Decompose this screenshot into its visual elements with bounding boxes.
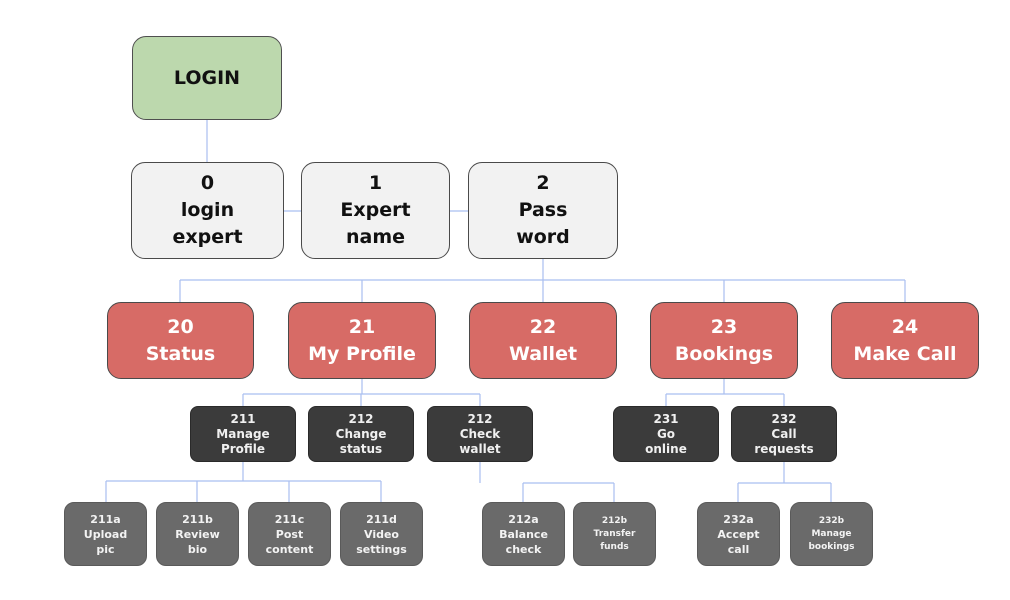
node-text-line: Expert: [340, 199, 411, 221]
node-text-line: Accept: [717, 527, 760, 541]
node-text-line: 20: [167, 315, 194, 338]
node-text-line: 232a: [723, 512, 754, 526]
node-text-line: 212: [348, 411, 374, 426]
node-text-line: Manage: [216, 426, 270, 441]
node-text-line: LOGIN: [173, 67, 241, 89]
node-text-line: pic: [96, 542, 115, 556]
node-text-line: online: [645, 441, 687, 456]
node-text-line: 211: [230, 411, 256, 426]
node-text-line: requests: [754, 441, 814, 456]
node-text-line: status: [339, 441, 383, 456]
node-text-line: content: [265, 542, 314, 556]
node-text-line: 1: [368, 172, 383, 194]
node-0-login-expert: 0 login expert: [131, 162, 284, 259]
edge-21-to-level3: [242, 379, 481, 406]
node-text-line: Wallet: [508, 342, 578, 365]
node-text-line: 211a: [90, 512, 121, 526]
node-text-line: settings: [356, 542, 407, 556]
node-text-line: Call: [771, 426, 797, 441]
node-text-line: Video: [364, 527, 399, 541]
node-text-line: funds: [600, 541, 629, 552]
node-text-line: wallet: [459, 441, 501, 456]
node-text-line: 22: [529, 315, 557, 338]
node-text-line: expert: [172, 226, 243, 248]
node-text-line: Manage: [811, 528, 852, 539]
node-text-line: Bookings: [674, 342, 774, 365]
node-text-line: bio: [187, 542, 208, 556]
node-text-line: Balance: [499, 527, 548, 541]
node-text-line: 211d: [366, 512, 397, 526]
node-text-line: 211b: [182, 512, 213, 526]
node-text-line: Upload: [83, 527, 128, 541]
edge-232-to-level4: [737, 462, 832, 502]
node-text-line: 24: [891, 315, 919, 338]
node-text-line: 212b: [601, 515, 628, 526]
node-text-line: Post: [275, 527, 304, 541]
node-text-line: 23: [710, 315, 738, 338]
edge-212-to-level4: [479, 462, 615, 502]
node-text-line: 212: [467, 411, 493, 426]
node-21-my-profile: 21 My Profile: [288, 302, 436, 379]
node-text-line: 21: [348, 315, 376, 338]
node-text-line: 231: [653, 411, 679, 426]
node-text-line: bookings: [808, 541, 855, 552]
node-text-line: Pass: [518, 199, 568, 221]
node-text-line: Profile: [220, 441, 266, 456]
node-text-line: Go: [656, 426, 676, 441]
node-text-line: check: [505, 542, 542, 556]
node-text-line: name: [345, 226, 406, 248]
edge-23-to-level3: [665, 379, 785, 406]
node-text-line: My Profile: [308, 342, 416, 365]
node-text-line: 212a: [508, 512, 539, 526]
node-text-line: Transfer: [593, 528, 636, 539]
node-text-line: call: [727, 542, 750, 556]
node-text-line: 0: [200, 172, 215, 194]
edge-211-to-level4: [105, 462, 382, 502]
node-text-line: 2: [536, 172, 550, 194]
node-text-line: Status: [145, 342, 216, 365]
node-login: LOGIN: [132, 36, 282, 120]
node-text-line: Review: [175, 527, 220, 541]
edge-2-to-level2: [179, 259, 906, 302]
node-text-line: Check: [459, 426, 501, 441]
node-text-line: 232: [771, 411, 797, 426]
node-text-line: 211c: [274, 512, 305, 526]
node-text-line: 232b: [818, 515, 845, 526]
node-text-line: login: [180, 199, 235, 221]
node-text-line: Change: [335, 426, 387, 441]
node-text-line: Make Call: [853, 342, 957, 365]
node-text-line: word: [516, 226, 570, 248]
